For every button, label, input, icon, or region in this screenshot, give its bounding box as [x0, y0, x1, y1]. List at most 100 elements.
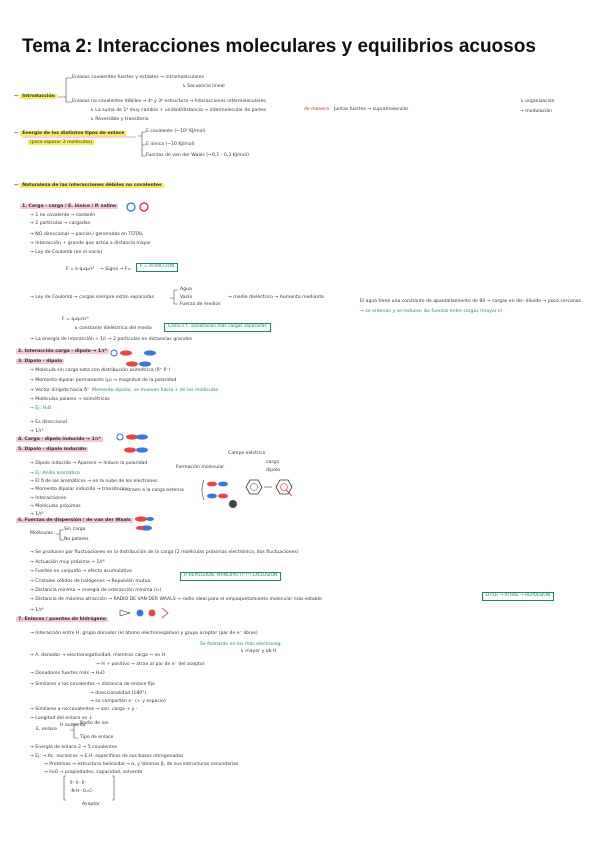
- s5-line-6: → Moléculas próximas: [30, 504, 81, 509]
- intro-red-note: de manera: [304, 107, 329, 112]
- svg-text:δ⁺ δ⁻ δ⁺: δ⁺ δ⁻ δ⁺: [70, 780, 86, 785]
- s1-box-attraction: F = ATRACCIÓN: [136, 263, 179, 272]
- s7-top-note-2: ↳ mayor y ub H: [240, 649, 277, 654]
- energia-item-1: E covalente (~10² KJ/mol): [146, 129, 206, 134]
- s1-medio-1: Agua: [180, 287, 192, 292]
- s6-line-7: → 1/r⁶: [30, 608, 44, 613]
- s7-line-13: → H₂O → propiedades, capacidad, solvente: [44, 770, 143, 775]
- hydrogen-bond-diagram: [119, 607, 169, 619]
- s1-medio-3: Fuerza de medios: [180, 302, 221, 307]
- s3-line-4: → Moléculas polares → asimétricas: [30, 397, 110, 402]
- s5-label-carga: carga: [266, 460, 279, 465]
- naturaleza-heading: — Naturaleza de las interacciones débile…: [14, 183, 164, 188]
- s6-line-4: → Cristales sólidos de halógenos → Repul…: [30, 579, 151, 584]
- s6-box-distance: D<D₀ → ATRAE → REPULSIÓN: [482, 592, 555, 601]
- s7-line-5: → Similares a los covalentes → distancia…: [30, 682, 155, 687]
- s7-e-mid: H aumenta: [60, 723, 86, 728]
- s7-line-7: → se comparten e⁻ (+ y espacio): [90, 699, 166, 704]
- energia-sub: (para separar 2 moléculas): [28, 140, 95, 145]
- s5-line-3: → El δ de los aromáticos → en la nube de…: [30, 479, 158, 484]
- s1-line-6: → Ley de Coulomb → cargas siempre están …: [30, 295, 154, 300]
- intro-line-1b: ↳ Secuencia lineal: [182, 84, 225, 89]
- s1-medios-result: → medio dieléctrico → Aumenta mediante: [228, 295, 324, 300]
- s1-line-7: → La energía de interacción ∝ 1/r → 2 pa…: [30, 337, 192, 342]
- s3-line-6: → Es direccional: [30, 420, 68, 425]
- s3-line-1: → Molécula sin carga neta con distribuci…: [30, 368, 171, 373]
- s7-line-1: → Interacción entre H, grupo donador (el…: [30, 631, 258, 636]
- s5-line-2: → Ej: Anillo aromático: [30, 471, 80, 476]
- s1-line-2: → 2 partículas → cargadas: [30, 221, 91, 226]
- intro-heading: — Introducción: [14, 94, 57, 99]
- s1-formula-2b: ↳ constante dieléctrica del medio: [74, 326, 152, 331]
- s6-box-repulsion: P. REPULSIÓN, PRINCIPIO (r⁻¹²) EXCLUSIÓN: [180, 572, 282, 581]
- s3-line-5: → Ej: H₂O: [30, 406, 52, 411]
- s1-line-5: → Ley de Coulomb (en el vacío): [30, 250, 103, 255]
- intro-line-2: Enlaces no covalentes débiles → 4ᵃ y 3ᵃ …: [72, 99, 266, 104]
- s5-line-5: → Interacciones: [30, 496, 67, 501]
- s5-sublabel: → Atraen a la carga externa: [120, 488, 184, 493]
- s7-line-9: → Longitud del enlace es ↓: [30, 716, 93, 721]
- intro-line-2e: → modulación: [520, 109, 553, 114]
- s7-bottom-label: Aceptor: [82, 802, 100, 807]
- s5-line-1: → Dipolo inducido → Aparece → Induce la …: [30, 461, 148, 466]
- aromatic-ring-diagram: [201, 479, 293, 508]
- s7-line-2: → A. donador → electronegatividad, mient…: [30, 653, 166, 658]
- vdw-icon: [135, 516, 154, 531]
- s7-heading: 7. Enlaces / puentes de hidrógeno: [16, 617, 109, 622]
- s6-line-2: → Actuación muy próxima → 1/r⁶: [30, 560, 105, 565]
- s7-line-10: → Energía de enlace 2 → 5 covalentes: [30, 745, 118, 750]
- s7-line-11: → Ej: → Ac. nucleicos → E.H. específicos…: [30, 754, 184, 759]
- s5-label-field: Campo eléctrico: [228, 451, 266, 456]
- s6-line-3: → Fuertes en conjunto → efecto acumulati…: [30, 569, 132, 574]
- s5-heading: 5. Dipolo - dipolo inducido: [16, 447, 88, 452]
- s7-line-12: → Proteínas → estructura helicoidal → α,…: [44, 762, 239, 767]
- intro-line-3: ↳ La suma de 1ᵃ muy cambia + unidad/dist…: [90, 108, 267, 113]
- s1-medio-2: Vacío: [180, 295, 193, 300]
- s5-label-formation: Formación molecular: [176, 465, 225, 470]
- page-title: Tema 2: Interacciones moleculares y equi…: [22, 36, 536, 57]
- svg-text:-N-H···O=C-: -N-H···O=C-: [70, 788, 94, 793]
- energia-item-2: E iónica (~10 KJ/mol): [146, 142, 195, 147]
- s1-line-3: → NO direccional → parcial / generadas e…: [30, 232, 143, 237]
- intro-line-2c: Juntas fuertes → supramolecular: [334, 107, 409, 112]
- s1-line-1: → 2 no covalente → también: [30, 213, 96, 218]
- s7-line-8: → Similares a no covalentes → son. carga…: [30, 707, 138, 712]
- s3-heading: 3. Dipolo - dipolo: [16, 359, 65, 364]
- s1-formula-2: F = q₁q₂/εr²: [62, 317, 89, 322]
- s1-box-solvation: Como ε↑, solvatación más cargas separada…: [164, 323, 271, 332]
- s6-line-5: → Distancia mínima → energía de interacc…: [30, 588, 162, 593]
- s3-line-2: → Momento dipolar permanente (μ) → magni…: [30, 378, 177, 383]
- induced-dipole-icon: [116, 433, 148, 453]
- intro-line-4: ↳ Reversible y transitoria: [90, 117, 149, 122]
- s5-label-dipolo: dipolo: [266, 468, 281, 473]
- s3-line-3: → Vector dirigido hacia δ⁺: [30, 388, 90, 393]
- energia-item-3: Fuerzas de van der Waals (~0,1 - 0,3 KJ/…: [146, 153, 249, 158]
- dipole-icon: [110, 349, 156, 367]
- s1-note-1: El agua tiene una constante de apantalla…: [360, 299, 581, 304]
- s6-mol-label: Moléculas: [30, 531, 53, 536]
- s4-heading: 4. Carga - dipolo inducido → 1/r⁴: [16, 437, 103, 442]
- s1-formula-1: F = k·q₁q₂/r²: [66, 267, 95, 272]
- s6-heading: 6. Fuerzas de dispersión / de van der Wa…: [16, 518, 133, 523]
- intro-line-1: Enlaces covalentes fuertes y estables → …: [72, 75, 205, 80]
- s1-heading: 1. Carga - carga / E. iónico / P. salino: [20, 204, 119, 209]
- s6-mol-opt-2: No polares: [64, 537, 89, 542]
- s7-line-4: → Donadores fuertes más → H₂O: [30, 671, 105, 676]
- s3-green-note: Momento dipolar, se mueven hacia + de la…: [92, 388, 219, 393]
- energia-heading: — Energía de los distintos tipos de enla…: [14, 131, 127, 136]
- s1-line-4: → Interacción + grande que actúa a dista…: [30, 241, 152, 246]
- s2-heading: 2. Interacción carga - dipolo → 1/r²: [16, 349, 110, 354]
- s1-formula-1b: → Signo → F=: [100, 267, 132, 272]
- s7-top-note: Se formarán en los más electroneg.: [200, 642, 283, 647]
- s7-line-6: → direccionalidad (180°): [90, 691, 147, 696]
- s7-line-3: → H + positivo → atrae al par de e⁻ del …: [96, 662, 205, 667]
- s5-line-4: → Momento dipolar inducido → transitorio: [30, 487, 126, 492]
- structure-sketch: δ⁺ δ⁻ δ⁺ -N-H···O=C-: [70, 780, 94, 793]
- ion-pair-icon: [126, 202, 149, 212]
- s1-note-2: → se ordenan y se reducen las fuerzas en…: [360, 309, 503, 314]
- s7-e-opt-1: Radio de ion: [80, 721, 109, 726]
- intro-line-2d: ↳ organización: [520, 99, 555, 104]
- s6-line-6: → Distancia de máxima atracción → RADIO …: [30, 597, 322, 602]
